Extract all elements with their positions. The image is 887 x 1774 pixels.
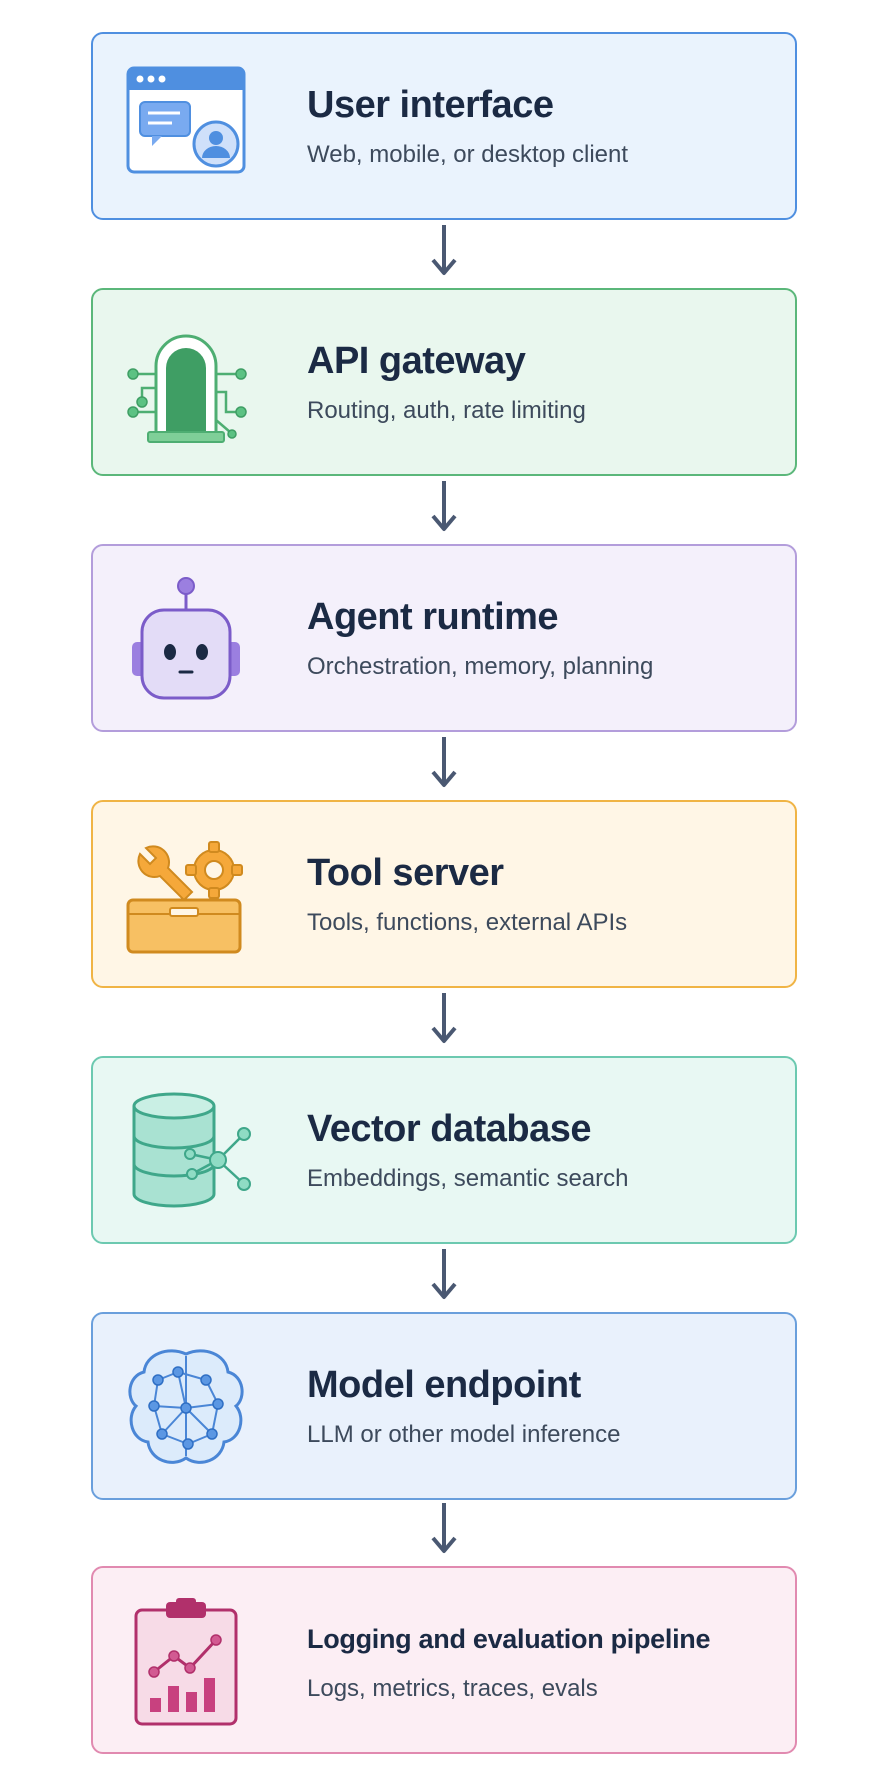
step-subtitle: Logs, metrics, traces, evals — [307, 1675, 598, 1702]
step-title: User interface — [307, 84, 554, 126]
down-arrow-icon — [429, 1501, 459, 1561]
down-arrow-icon — [429, 991, 459, 1051]
brain-icon — [118, 1340, 254, 1476]
down-arrow-icon — [429, 223, 459, 283]
step-subtitle: Tools, functions, external APIs — [307, 909, 628, 936]
step-subtitle: Orchestration, memory, planning — [307, 653, 654, 680]
model-endpoint-card: Model endpoint LLM or other model infere… — [91, 1312, 797, 1500]
step-title: Model endpoint — [307, 1364, 581, 1406]
user-interface-icon — [118, 60, 254, 196]
step-subtitle: Embeddings, semantic search — [307, 1165, 629, 1192]
step-title: Tool server — [307, 852, 504, 894]
step-subtitle: LLM or other model inference — [307, 1421, 621, 1448]
clipboard-chart-icon — [118, 1594, 254, 1730]
vector-database-card: Vector database Embeddings, semantic sea… — [91, 1056, 797, 1244]
step-subtitle: Web, mobile, or desktop client — [307, 141, 629, 168]
database-icon — [118, 1084, 254, 1220]
step-subtitle: Routing, auth, rate limiting — [307, 397, 586, 424]
down-arrow-icon — [429, 1247, 459, 1307]
step-title: Logging and evaluation pipeline — [307, 1624, 711, 1654]
step-title: API gateway — [307, 340, 526, 382]
down-arrow-icon — [429, 479, 459, 539]
down-arrow-icon — [429, 735, 459, 795]
gateway-icon — [118, 316, 254, 452]
step-title: Agent runtime — [307, 596, 559, 638]
api-gateway-card: API gateway Routing, auth, rate limiting — [91, 288, 797, 476]
tool-server-card: Tool server Tools, functions, external A… — [91, 800, 797, 988]
logging-pipeline-card: Logging and evaluation pipeline Logs, me… — [91, 1566, 797, 1754]
toolbox-icon — [118, 828, 254, 964]
robot-icon — [118, 572, 254, 708]
step-title: Vector database — [307, 1108, 591, 1150]
agent-runtime-card: Agent runtime Orchestration, memory, pla… — [91, 544, 797, 732]
user-interface-card: User interface Web, mobile, or desktop c… — [91, 32, 797, 220]
